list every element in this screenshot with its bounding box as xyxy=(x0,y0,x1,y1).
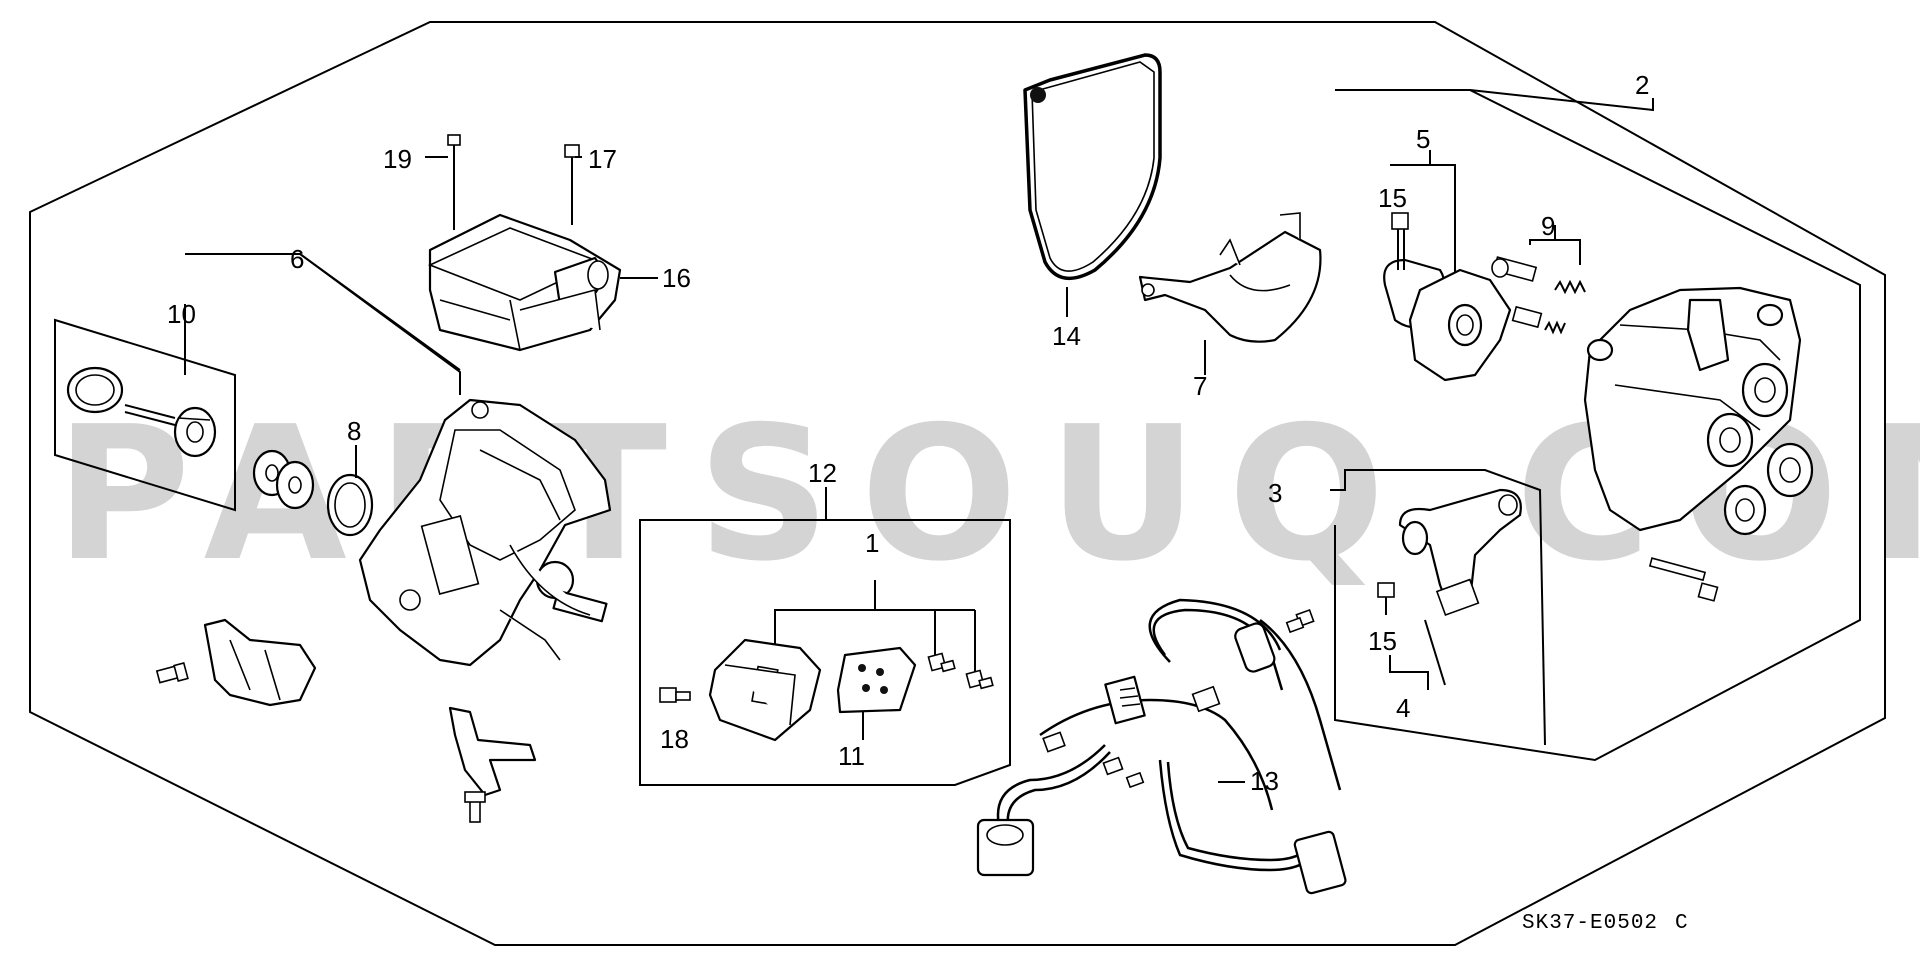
callout-19[interactable]: 19 xyxy=(383,144,412,174)
group-12-igniter xyxy=(639,487,1011,786)
harness-connector-b xyxy=(1293,830,1347,895)
callout-12[interactable]: 12 xyxy=(808,458,837,488)
group-10-kit xyxy=(54,304,236,512)
callout-1[interactable]: 1 xyxy=(865,528,879,558)
callout-6[interactable]: 6 xyxy=(290,244,304,274)
callout-3[interactable]: 3 xyxy=(1268,478,1282,508)
cap-gasket xyxy=(1023,53,1162,317)
callout-5[interactable]: 5 xyxy=(1416,124,1430,154)
callout-17[interactable]: 17 xyxy=(588,144,617,174)
washers xyxy=(252,445,374,537)
callout-13[interactable]: 13 xyxy=(1250,766,1279,796)
callout-10[interactable]: 10 xyxy=(167,299,196,329)
diagram-frame xyxy=(29,21,1886,946)
igniter-plate xyxy=(836,646,917,714)
callout-14[interactable]: 14 xyxy=(1052,321,1081,351)
callout-7[interactable]: 7 xyxy=(1193,371,1207,401)
diagram-revision: C xyxy=(1675,912,1689,935)
dust-seal xyxy=(1138,212,1322,375)
group-5-rotor xyxy=(1383,150,1512,382)
callout-15-lower[interactable]: 15 xyxy=(1368,626,1397,656)
wire-harness xyxy=(976,598,1347,895)
callout-11[interactable]: 11 xyxy=(838,741,865,771)
diagram-code: SK37-E0502 xyxy=(1522,912,1658,935)
callout-2[interactable]: 2 xyxy=(1635,70,1649,100)
harness-connector-c xyxy=(1234,622,1276,673)
callout-18[interactable]: 18 xyxy=(660,724,689,754)
group-3-rotor-arm xyxy=(1330,469,1546,746)
callout-9[interactable]: 9 xyxy=(1541,211,1555,241)
clip-bracket xyxy=(203,618,317,707)
callout-4[interactable]: 4 xyxy=(1396,693,1410,723)
callout-15-upper[interactable]: 15 xyxy=(1378,183,1407,213)
group-6-housing xyxy=(155,253,612,823)
mounting-bracket xyxy=(448,706,537,797)
callout-8[interactable]: 8 xyxy=(347,416,361,446)
rotor-arm xyxy=(1398,488,1522,612)
ignition-coil xyxy=(425,134,658,352)
group-2-cap xyxy=(1334,89,1861,762)
group-9-springs xyxy=(1491,225,1586,335)
callout-16[interactable]: 16 xyxy=(662,263,691,293)
